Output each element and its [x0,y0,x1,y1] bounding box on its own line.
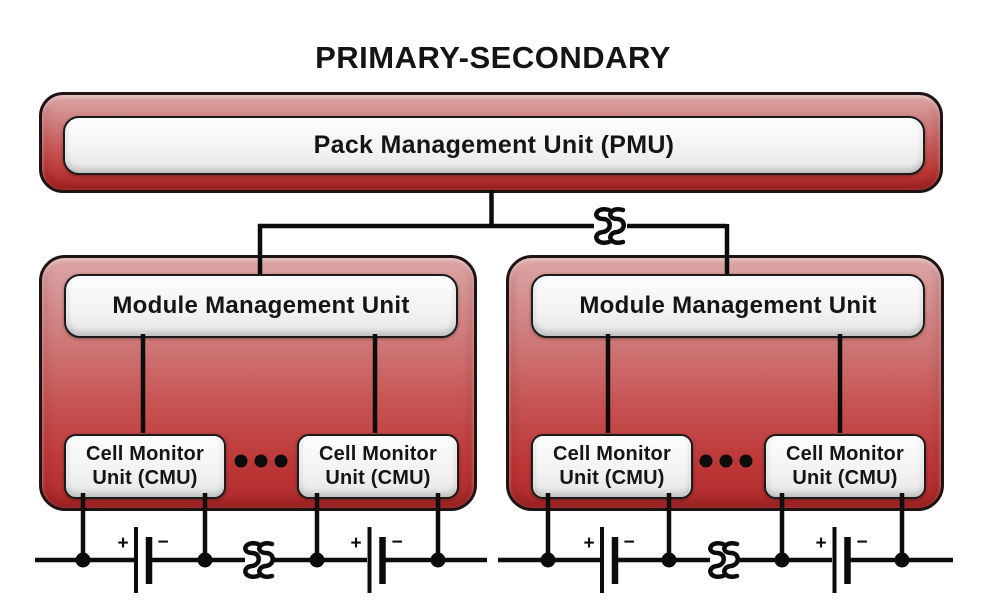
ellipsis-dot [234,454,248,468]
break-squiggle-icon [722,541,740,579]
battery-minus-label: − [157,532,168,553]
mmu-left-label: Module Management Unit [112,292,410,319]
battery-minus-label: − [623,532,634,553]
break-squiggle-icon [594,207,612,245]
cmu-box-3: Cell Monitor Unit (CMU) [531,434,693,499]
pmu-label: Pack Management Unit (PMU) [313,131,675,159]
junction-dot [75,552,91,568]
junction-dot [430,552,446,568]
battery-plus-label: + [815,533,826,554]
cmu-label-line1: Cell Monitor [786,442,904,465]
ellipsis-dot [719,454,733,468]
cmu-label-line2: Unit (CMU) [92,466,198,489]
mmu-right-label: Module Management Unit [579,292,877,319]
mmu-left-label-box: Module Management Unit [64,274,458,338]
battery-plus-label: + [583,533,594,554]
cmu-label-line2: Unit (CMU) [792,466,898,489]
ellipsis-dot [699,454,713,468]
battery-plus-label: + [117,533,128,554]
break-squiggle-icon [257,541,275,579]
ellipsis-dot [254,454,268,468]
junction-dot [540,552,556,568]
cmu-label-line2: Unit (CMU) [325,466,431,489]
junction-dots [75,552,910,568]
junction-dot [774,552,790,568]
cmu-box-2: Cell Monitor Unit (CMU) [297,434,459,499]
junction-dot [197,552,213,568]
diagram-title: PRIMARY-SECONDARY [315,40,671,75]
break-squiggle-icon [608,207,626,245]
junction-dot [894,552,910,568]
cmu-box-1: Cell Monitor Unit (CMU) [64,434,226,499]
junction-dot [661,552,677,568]
battery-cell-symbol: + − [815,527,868,593]
cmu-label-line1: Cell Monitor [86,442,204,465]
ellipsis-dot [274,454,288,468]
break-squiggles [243,207,740,579]
battery-cell-symbol: + − [350,527,403,593]
cmu-label-line1: Cell Monitor [553,442,671,465]
junction-dot [309,552,325,568]
pmu-label-box: Pack Management Unit (PMU) [63,116,925,175]
break-squiggle-icon [708,541,726,579]
cmu-label-line1: Cell Monitor [319,442,437,465]
ellipsis-dot [739,454,753,468]
battery-cell-symbol: + − [583,527,635,593]
battery-minus-label: − [856,532,867,553]
cmu-box-4: Cell Monitor Unit (CMU) [764,434,926,499]
battery-plus-label: + [350,533,361,554]
ellipsis-dots-icon [234,454,753,468]
mmu-right-label-box: Module Management Unit [531,274,925,338]
cmu-label-line2: Unit (CMU) [559,466,665,489]
break-squiggle-icon [243,541,261,579]
pmu-container-box: Pack Management Unit (PMU) [39,92,943,193]
battery-minus-label: − [391,532,402,553]
module-left-box: Module Management Unit Cell Monitor Unit… [39,255,477,511]
battery-cell-symbol: + − [117,527,169,593]
